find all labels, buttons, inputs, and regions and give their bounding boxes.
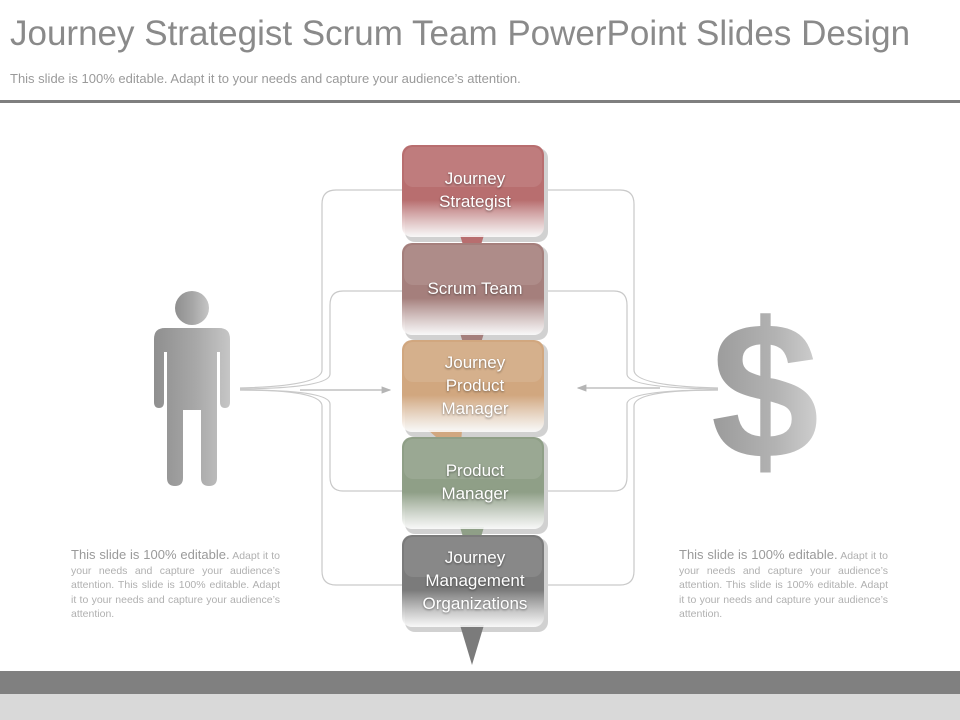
page-subtitle: This slide is 100% editable. Adapt it to…	[10, 71, 521, 86]
right-bracket-inner-bottom	[548, 389, 719, 492]
footer-bar-light	[0, 694, 960, 720]
speech-bubble-shape	[402, 243, 548, 373]
right-bracket-outer	[548, 189, 719, 389]
stack-card: Product Manager	[402, 437, 548, 567]
right-description-lead: This slide is 100% editable.	[679, 547, 838, 562]
footer-bar-dark	[0, 671, 960, 694]
right-description-body: Adapt it to your needs and capture your …	[679, 550, 889, 620]
stack-card: Scrum Team	[402, 243, 548, 373]
stack-card-label: Journey Product Manager	[441, 352, 509, 418]
speech-bubble-shape	[402, 340, 548, 458]
right-bracket-inner	[548, 290, 719, 390]
stack-card-label: Journey Strategist	[439, 169, 511, 211]
page-title: Journey Strategist Scrum Team PowerPoint…	[10, 14, 911, 53]
stack-card-label: Product Manager	[441, 461, 509, 503]
stack-card: Journey Strategist	[402, 145, 548, 275]
stack-card: Journey Management Organizations	[402, 535, 548, 665]
stack-card: Journey Product Manager	[402, 340, 548, 458]
left-description-lead: This slide is 100% editable.	[71, 547, 230, 562]
left-bracket-outer	[239, 189, 402, 389]
left-description-body: Adapt it to your needs and capture your …	[71, 550, 281, 620]
speech-bubble-shape	[402, 535, 548, 665]
stack-card-label: Scrum Team	[427, 278, 523, 298]
left-bracket-inner-bottom	[239, 389, 402, 492]
header-divider	[0, 100, 960, 103]
right-description: This slide is 100% editable. Adapt it to…	[679, 547, 889, 622]
svg-text:$: $	[711, 290, 819, 480]
stack-card-label: Journey Management Organizations	[422, 547, 528, 613]
left-description: This slide is 100% editable. Adapt it to…	[71, 547, 281, 622]
person-icon	[154, 291, 230, 486]
left-bracket-inner	[239, 290, 402, 390]
dollar-sign-icon: $	[711, 290, 819, 480]
